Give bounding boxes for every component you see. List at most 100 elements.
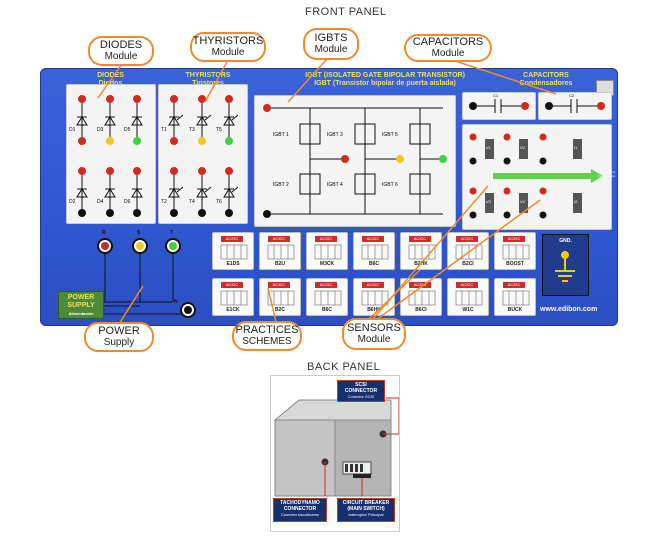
website-label: www.edibon.com — [540, 306, 598, 313]
power-supply-label: POWER SUPPLY Alimentación — [58, 291, 104, 319]
sensor-label: I1 — [574, 145, 578, 150]
diode-label: D4 — [97, 199, 104, 205]
gnd-terminal: GND. — [542, 234, 589, 296]
thyristor-label: T3 — [189, 127, 195, 133]
scheme-tag: AC/DC — [221, 236, 243, 242]
diode-label: D6 — [124, 199, 131, 205]
sensor-label: V2 — [520, 145, 525, 150]
sensor-label: V4 — [520, 199, 525, 204]
diode-label: D3 — [97, 127, 104, 133]
diode-label: D1 — [69, 127, 76, 133]
scheme-diagram — [408, 244, 436, 260]
scheme-label: B2CI — [462, 261, 474, 267]
igbt-label: IGBT 4 — [327, 182, 343, 188]
capacitor-label: C2 — [569, 93, 575, 98]
scheme-label: B2C — [274, 307, 285, 313]
power-supply-area — [60, 230, 210, 320]
scheme-diagram — [502, 244, 530, 260]
igbt-label: IGBT 1 — [273, 132, 289, 138]
igbt-module-header: IGBT (ISOLATED GATE BIPOLAR TRANSISTOR)I… — [305, 72, 465, 87]
back-panel-title: BACK PANEL — [307, 361, 381, 373]
diodes-schematic — [76, 95, 143, 217]
capacitor-c1: C1 — [462, 92, 536, 120]
scheme-diagram — [314, 290, 342, 306]
scheme-diagram — [220, 290, 248, 306]
thyristor-label: T6 — [216, 199, 222, 205]
scheme-tag: AC/DC — [268, 282, 290, 288]
scheme-tag: AC/DC — [315, 236, 337, 242]
phase-label-r: R — [102, 230, 106, 236]
scheme-label: E1CK — [226, 307, 240, 313]
diode-label: D2 — [69, 199, 76, 205]
thyristor-label: T1 — [161, 127, 167, 133]
thyristor-label: T2 — [161, 199, 167, 205]
scheme-label: M3CK — [319, 261, 335, 267]
sensor-label: V1 — [486, 145, 491, 150]
sensor-label: V3 — [486, 199, 491, 204]
front-panel-title: FRONT PANEL — [305, 6, 387, 18]
diodes-module: D1 D3 D5 D2 D4 D6 — [66, 84, 156, 224]
scheme-diagram — [267, 244, 295, 260]
scheme-label: B6C — [368, 261, 379, 267]
scheme-tag: AC/DC — [456, 236, 478, 242]
igbt-label: IGBT 6 — [382, 182, 398, 188]
igbt-label: IGBT 5 — [382, 132, 398, 138]
scheme-tag: AC/DC — [409, 236, 431, 242]
practice-scheme-tile: AC/DC M3CK — [306, 232, 348, 270]
scheme-label: W1C — [462, 307, 474, 313]
scheme-diagram — [220, 244, 248, 260]
thyristor-label: T5 — [216, 127, 222, 133]
scheme-tag: AC/DC — [362, 236, 384, 242]
thyristors-schematic — [168, 95, 239, 217]
scheme-tag: AC/DC — [268, 236, 290, 242]
scheme-label: BUCK — [507, 307, 523, 313]
igbt-module: IGBT 1 IGBT 3 IGBT 5 IGBT 2 IGBT 4 IGBT … — [254, 95, 456, 227]
practice-scheme-tile: AC/DC BOOST — [494, 232, 536, 270]
scheme-tag: AC/DC — [362, 282, 384, 288]
scheme-diagram — [267, 290, 295, 306]
practice-scheme-tile: AC/DC E1DS — [212, 232, 254, 270]
capacitor-c2: C2 — [538, 92, 612, 120]
scheme-diagram — [314, 244, 342, 260]
scheme-label: B6CI — [415, 307, 427, 313]
scheme-label: B6C — [321, 307, 332, 313]
phase-label-s: S — [137, 230, 141, 236]
circuit-breaker-label: CIRCUIT BREAKER (MAIN SWITCH)Interruptor… — [337, 498, 395, 522]
igbt-label: IGBT 2 — [273, 182, 289, 188]
scheme-diagram — [361, 290, 389, 306]
thyristors-module: T1 T3 T5 T2 T4 T6 — [158, 84, 248, 224]
scheme-label: BOOST — [506, 261, 524, 267]
diodes-module-header: DIODESDiodos — [97, 72, 124, 87]
neutral-label: N — [174, 299, 178, 305]
scheme-label: E1DS — [226, 261, 240, 267]
igbt-schematic — [263, 104, 447, 218]
practice-scheme-tile: AC/DC B2C — [259, 278, 301, 316]
thyristor-label: T4 — [189, 199, 195, 205]
scheme-tag: AC/DC — [503, 236, 525, 242]
scheme-tag: AC/DC — [409, 282, 431, 288]
scheme-diagram — [408, 290, 436, 306]
practice-scheme-tile: AC/DC B6C — [353, 232, 395, 270]
sensors-schematic — [469, 133, 603, 219]
scheme-diagram — [455, 244, 483, 260]
back-panel-device — [273, 397, 400, 497]
thyristors-module-header: THYRISTORSTiristores — [185, 72, 231, 87]
sensor-connector-note: Connector to the Interface of PC — [598, 170, 616, 182]
scheme-diagram — [502, 290, 530, 306]
